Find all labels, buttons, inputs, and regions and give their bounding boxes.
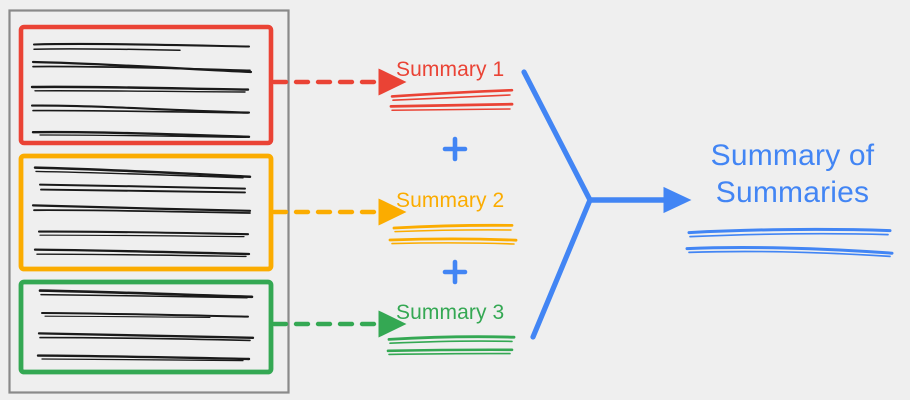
summary-3-underlines	[386, 335, 516, 356]
document-group-1-text-lines	[30, 42, 253, 139]
document-group-3-text-lines	[36, 289, 255, 362]
final-output-title: Summary of Summaries	[695, 138, 890, 211]
document-group-3-box[interactable]	[18, 279, 274, 375]
summary-2-underlines	[388, 223, 518, 245]
document-group-1-box[interactable]	[18, 24, 274, 146]
plus-operator-1	[442, 136, 468, 162]
plus-operator-2	[442, 259, 468, 285]
final-output-line-1: Summary of	[710, 139, 875, 172]
final-output-line-2: Summaries	[715, 175, 870, 209]
document-group-2-text-lines	[31, 166, 252, 258]
final-output-underlines	[685, 227, 894, 258]
summary-1-label: Summary 1	[396, 58, 505, 81]
summary-3-label: Summary 3	[396, 301, 505, 324]
summary-1-underlines	[389, 88, 514, 111]
merge-connector	[521, 69, 593, 340]
summary-2-label: Summary 2	[396, 189, 505, 212]
document-group-2-box[interactable]	[18, 153, 274, 272]
documents-container-frame	[8, 9, 290, 394]
